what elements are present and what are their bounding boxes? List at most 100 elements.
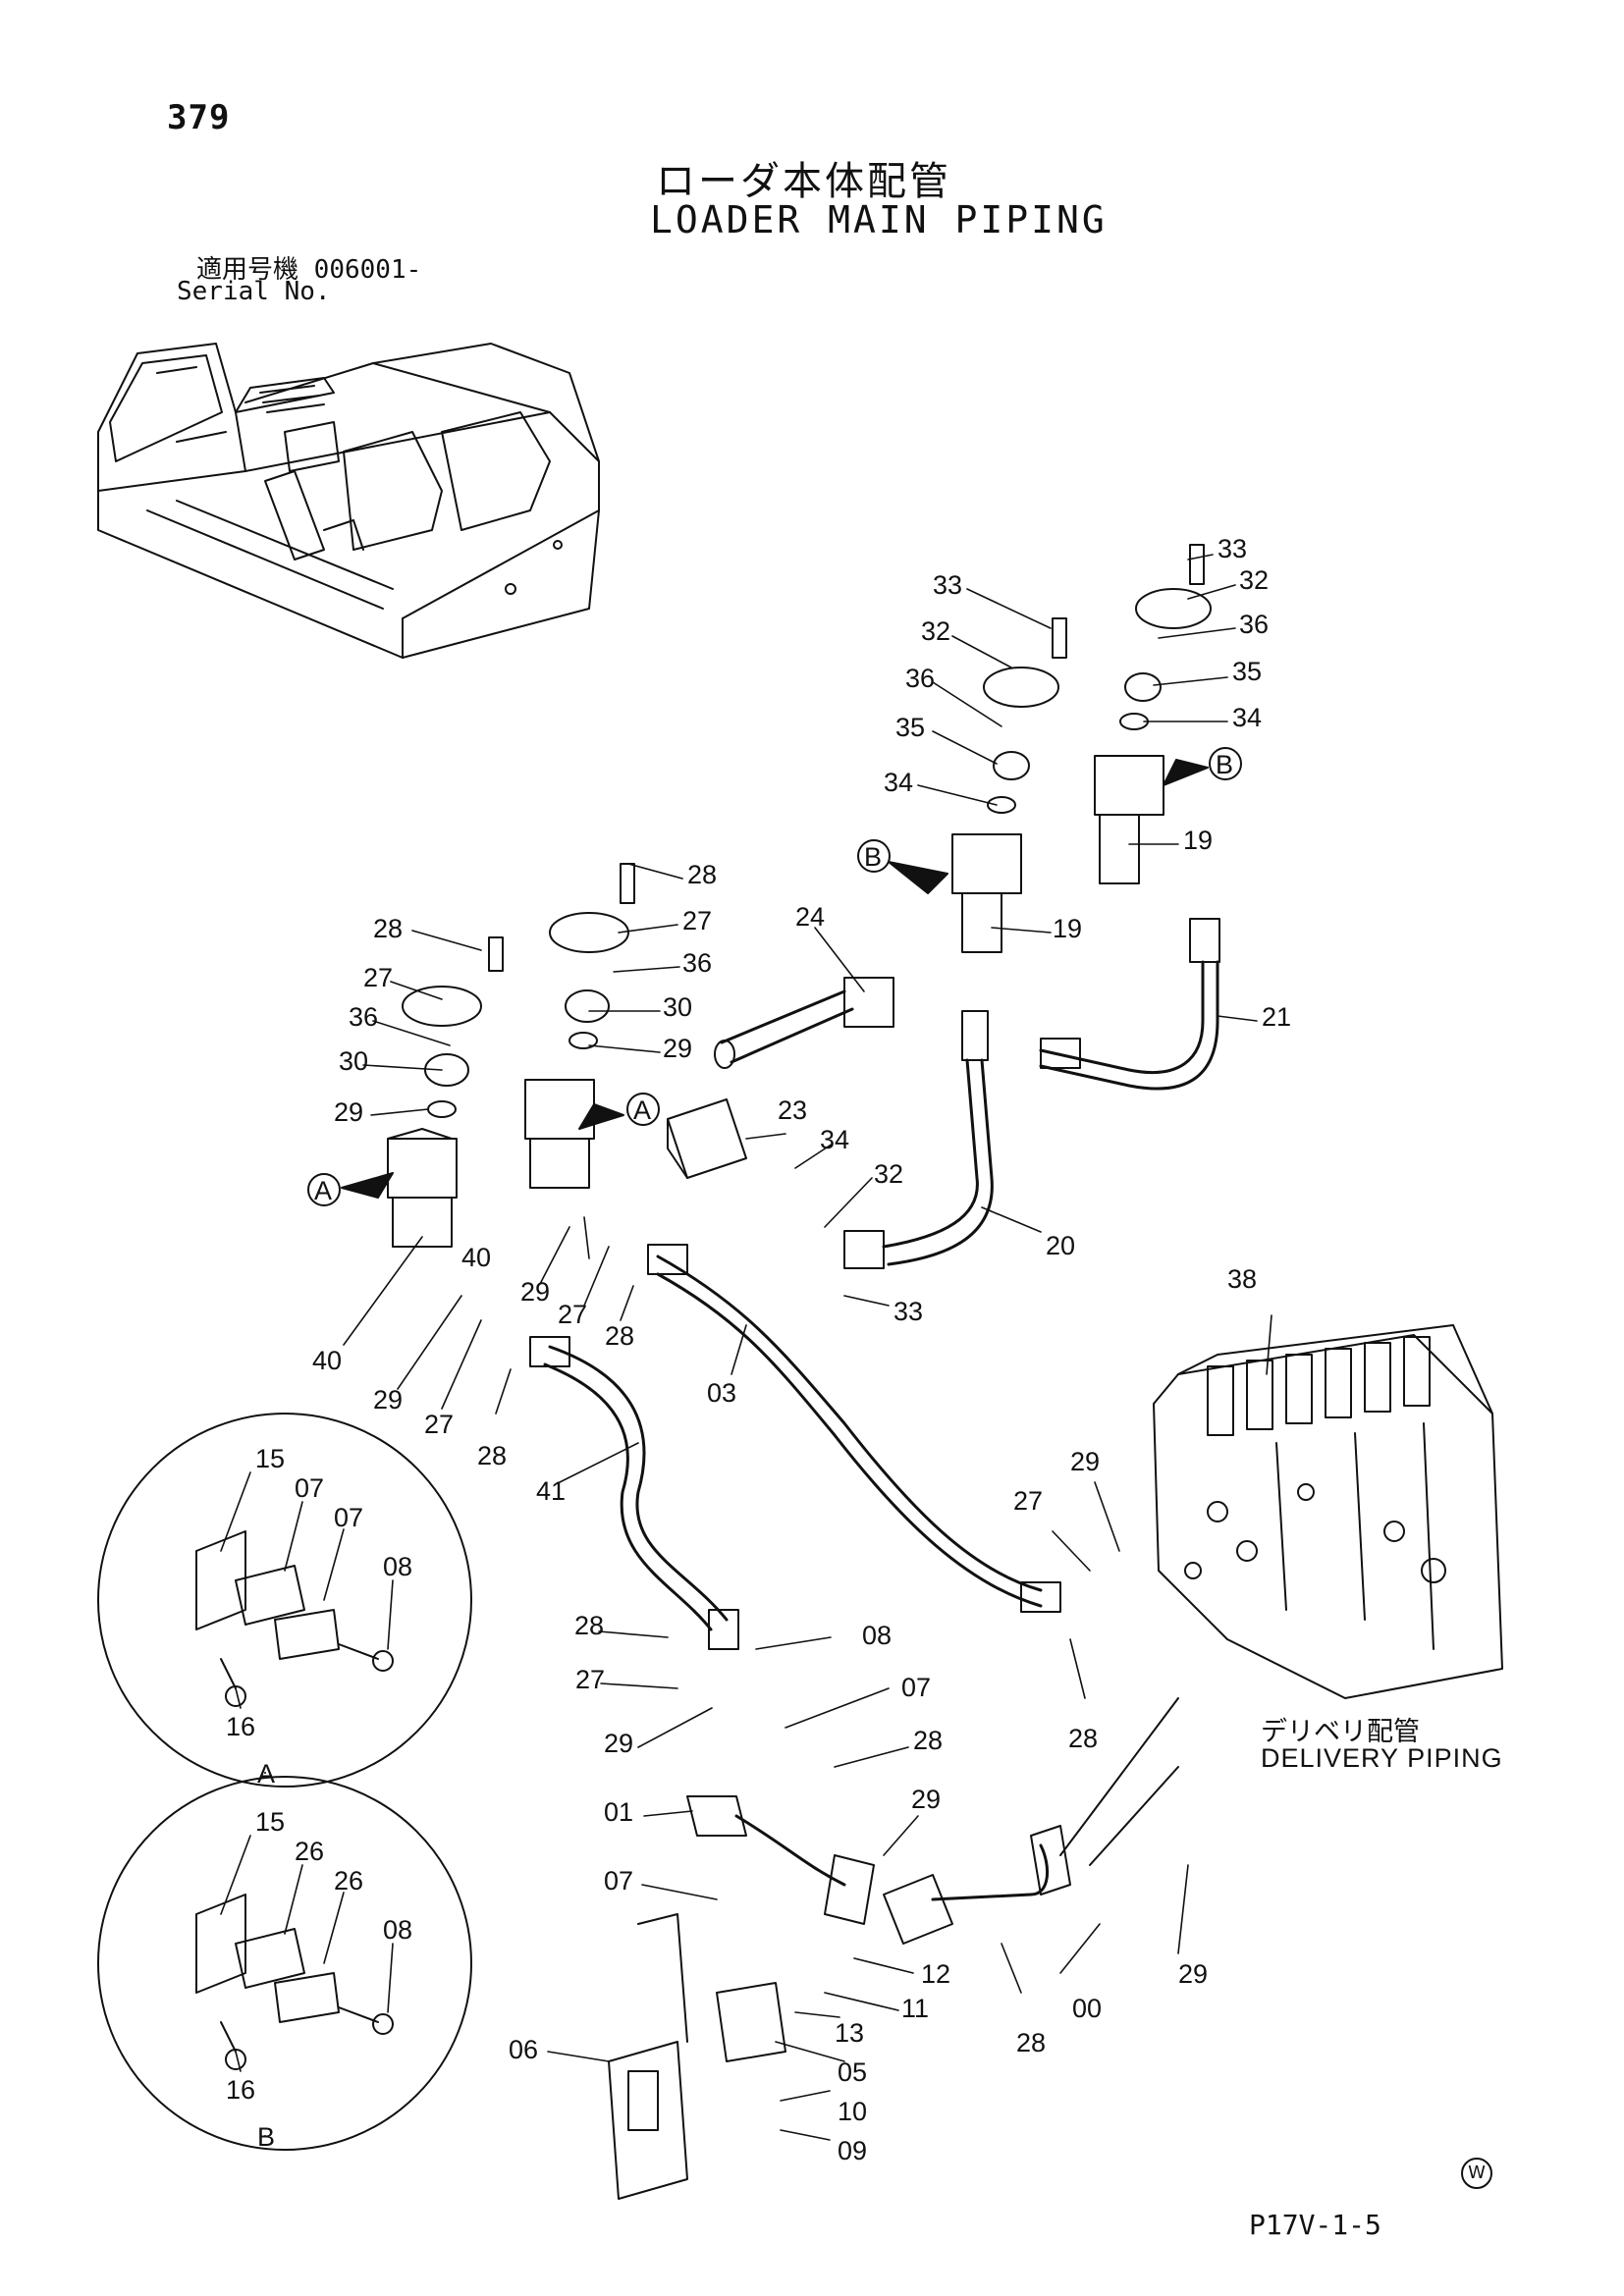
detail-b-callout-15: 15 bbox=[255, 1807, 285, 1837]
page-title: LOADER MAIN PIPING bbox=[650, 198, 1108, 241]
hose-03 bbox=[647, 1244, 1061, 1613]
pipe-21 bbox=[1039, 918, 1220, 1091]
detail-a-callout-08: 08 bbox=[383, 1552, 412, 1581]
callout-36: 36 bbox=[349, 1002, 378, 1032]
callout-28: 28 bbox=[373, 914, 403, 943]
flange-stack-b-left bbox=[951, 617, 1067, 953]
detail-a-callout-16: 16 bbox=[226, 1712, 255, 1741]
callout-35: 35 bbox=[1232, 657, 1262, 686]
detail-a-callout-15: 15 bbox=[255, 1444, 285, 1473]
callout-36: 36 bbox=[1239, 610, 1269, 639]
detail-b-callout-08: 08 bbox=[383, 1915, 412, 1945]
callout-33: 33 bbox=[933, 570, 962, 600]
callout-36: 36 bbox=[905, 664, 935, 693]
callout-29: 29 bbox=[334, 1097, 363, 1127]
serial-label-japanese: 適用号機 bbox=[196, 255, 299, 285]
marker-a-label-left: A bbox=[314, 1176, 332, 1205]
callout-11: 11 bbox=[901, 1994, 929, 2023]
detail-a-label: A bbox=[257, 1759, 275, 1789]
marker-a-right: A bbox=[626, 1093, 660, 1126]
serial-label: Serial No. bbox=[177, 277, 331, 306]
callout-23: 23 bbox=[778, 1095, 807, 1125]
callout-28: 28 bbox=[1068, 1724, 1098, 1753]
callout-28: 28 bbox=[1016, 2028, 1046, 2057]
callout-03: 03 bbox=[707, 1378, 736, 1408]
detail-a-circle bbox=[97, 1413, 472, 1788]
callout-27: 27 bbox=[575, 1665, 605, 1694]
detail-b-callout-16: 16 bbox=[226, 2075, 255, 2105]
callout-24: 24 bbox=[795, 902, 825, 932]
marker-b-right: B bbox=[1209, 747, 1242, 780]
callout-07: 07 bbox=[901, 1673, 931, 1702]
callout-27: 27 bbox=[1013, 1486, 1043, 1516]
callout-28: 28 bbox=[477, 1441, 507, 1470]
block-23 bbox=[667, 1098, 747, 1179]
page-title-japanese: ローダ本体配管 bbox=[656, 159, 951, 204]
callout-29: 29 bbox=[520, 1277, 550, 1307]
delivery-piping-label-japanese: デリベリ配管 bbox=[1261, 1717, 1420, 1747]
callout-35: 35 bbox=[895, 713, 925, 742]
control-valve-38 bbox=[1153, 1324, 1503, 1699]
pipe-20 bbox=[843, 1010, 994, 1269]
callout-33: 33 bbox=[893, 1297, 923, 1326]
leader-lines bbox=[220, 554, 1272, 2141]
hose-41 bbox=[529, 1336, 739, 1650]
callout-36: 36 bbox=[682, 948, 712, 978]
callout-29: 29 bbox=[663, 1034, 692, 1063]
callout-05: 05 bbox=[838, 2057, 867, 2087]
serial-row: 適用号機 006001- bbox=[196, 249, 421, 286]
callout-29: 29 bbox=[1070, 1447, 1100, 1476]
callout-19: 19 bbox=[1183, 826, 1213, 855]
callout-30: 30 bbox=[339, 1046, 368, 1076]
callout-06: 06 bbox=[509, 2035, 538, 2064]
callout-32: 32 bbox=[874, 1159, 903, 1189]
bracket-06 bbox=[608, 1913, 786, 2200]
flange-stack-left bbox=[387, 936, 504, 1248]
callout-38: 38 bbox=[1227, 1264, 1257, 1294]
callout-41: 41 bbox=[536, 1476, 566, 1506]
callout-27: 27 bbox=[682, 906, 712, 935]
flange-stack-b-right bbox=[1094, 544, 1212, 884]
marker-b-label-right: B bbox=[1216, 750, 1233, 779]
callout-29: 29 bbox=[604, 1729, 633, 1758]
callout-29: 29 bbox=[373, 1385, 403, 1415]
callout-08: 08 bbox=[862, 1621, 892, 1650]
detail-b-label: B bbox=[257, 2122, 275, 2152]
marker-a-left: A bbox=[307, 1173, 341, 1206]
delivery-piping-label: DELIVERY PIPING bbox=[1261, 1743, 1503, 1773]
pipe-01-assembly bbox=[686, 1697, 1179, 1945]
callout-34: 34 bbox=[1232, 703, 1262, 732]
marker-b-left: B bbox=[857, 839, 891, 873]
callout-29: 29 bbox=[911, 1785, 941, 1814]
callout-27: 27 bbox=[363, 963, 393, 992]
detail-a-callout-07: 07 bbox=[295, 1473, 324, 1503]
flange-stack-right bbox=[524, 863, 635, 1189]
detail-b-callout-26: 26 bbox=[334, 1866, 363, 1896]
callout-30: 30 bbox=[663, 992, 692, 1022]
callout-12: 12 bbox=[921, 1959, 950, 1989]
excavator-overview-illustration bbox=[97, 343, 600, 659]
callout-33: 33 bbox=[1218, 534, 1247, 563]
callout-00: 00 bbox=[1072, 1994, 1102, 2023]
callout-34: 34 bbox=[884, 768, 913, 797]
marker-arrows bbox=[341, 759, 1209, 1199]
watermark-badge: W bbox=[1461, 2158, 1492, 2189]
drawing-code: P17V-1-5 bbox=[1249, 2209, 1381, 2241]
pipe-24 bbox=[714, 977, 894, 1069]
callout-28: 28 bbox=[687, 860, 717, 889]
callout-28: 28 bbox=[605, 1321, 634, 1351]
callout-20: 20 bbox=[1046, 1231, 1075, 1260]
callout-21: 21 bbox=[1262, 1002, 1291, 1032]
callout-27: 27 bbox=[558, 1300, 587, 1329]
callout-40: 40 bbox=[312, 1346, 342, 1375]
detail-a-callout-07: 07 bbox=[334, 1503, 363, 1532]
callout-34: 34 bbox=[820, 1125, 849, 1154]
callout-09: 09 bbox=[838, 2136, 867, 2165]
callout-01: 01 bbox=[604, 1797, 633, 1827]
callout-13: 13 bbox=[835, 2018, 864, 2048]
callout-32: 32 bbox=[1239, 565, 1269, 595]
callout-40: 40 bbox=[461, 1243, 491, 1272]
callout-10: 10 bbox=[838, 2097, 867, 2126]
detail-b-callout-26: 26 bbox=[295, 1837, 324, 1866]
callout-28: 28 bbox=[574, 1611, 604, 1640]
